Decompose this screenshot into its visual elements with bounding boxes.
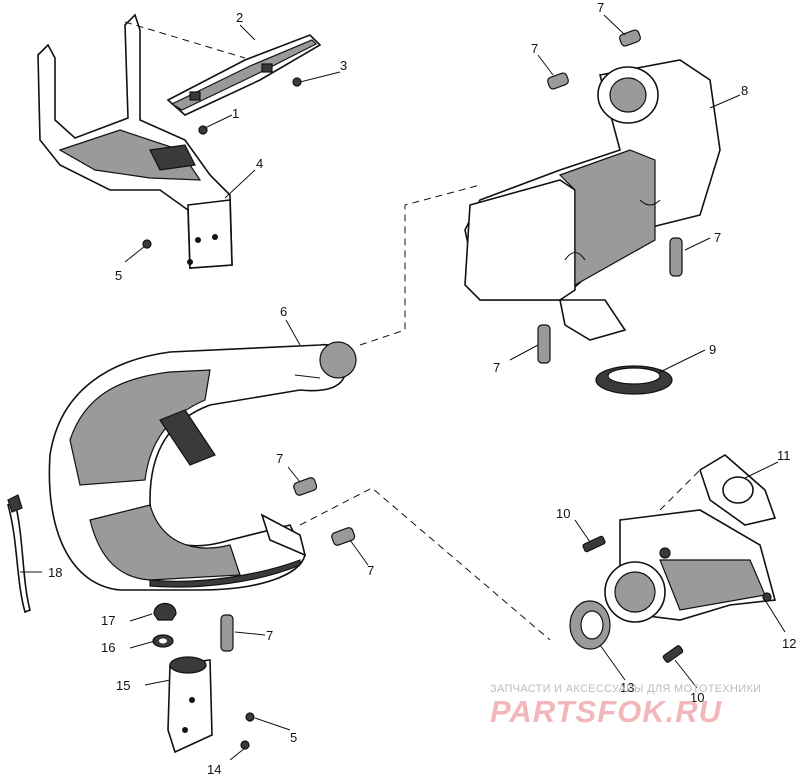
callout-7-right: 7	[714, 230, 721, 245]
callout-18: 18	[48, 565, 62, 580]
callout-11: 11	[777, 448, 791, 463]
callout-13: 13	[620, 680, 634, 695]
callout-10-upper: 10	[556, 506, 570, 521]
watermark-tagline: ЗАПЧАСТИ И АКСЕССУАРЫ ДЛЯ МОТОТЕХНИКИ	[490, 683, 762, 695]
bracket-part-4	[37, 13, 233, 269]
callout-7-mid2: 7	[367, 563, 374, 578]
assembly-dashed-lines	[124, 21, 701, 641]
nut-part-14	[240, 740, 250, 750]
callout-4: 4	[256, 156, 263, 171]
watermark-logo: PARTSFOK.RU	[490, 694, 723, 729]
screw-part-5-lower	[245, 712, 255, 722]
callout-12: 12	[782, 636, 796, 651]
callout-1: 1	[232, 106, 239, 121]
leader-lines	[20, 14, 786, 761]
callout-labels: 2 3 1 4 5 6 7 7 8 7 7 9 7 7 10 11 12 13 …	[48, 0, 796, 776]
nut-part-3	[292, 77, 302, 87]
spring-part-7-right	[669, 237, 683, 277]
manifold-part-12	[604, 509, 777, 623]
strap-part-18	[7, 494, 31, 614]
spring-part-7-left	[537, 324, 551, 364]
muffler-part-8	[464, 59, 721, 341]
bolt-part-10-lower	[662, 645, 684, 663]
ring-part-13	[569, 600, 611, 650]
spring-part-7-mid	[293, 477, 318, 496]
callout-10-lower: 10	[690, 690, 704, 705]
callout-7-left: 7	[493, 360, 500, 375]
lower-bracket-part-15	[167, 656, 213, 754]
callout-2: 2	[236, 10, 243, 25]
spring-part-7-lower	[220, 614, 234, 652]
callout-8: 8	[741, 83, 748, 98]
callout-6: 6	[280, 304, 287, 319]
callout-9: 9	[709, 342, 716, 357]
callout-14: 14	[207, 762, 221, 776]
bolt-part-10-upper	[582, 535, 606, 553]
callout-5-lower: 5	[290, 730, 297, 745]
callout-7-top: 7	[597, 0, 604, 15]
callout-5-upper: 5	[115, 268, 122, 283]
spring-part-7-mid2	[331, 527, 356, 546]
callout-16: 16	[101, 640, 115, 655]
callout-15: 15	[116, 678, 130, 693]
expansion-chamber-part-6	[48, 341, 357, 591]
callout-7-upper: 7	[531, 41, 538, 56]
heat-shield-part-2	[166, 34, 322, 116]
callout-17: 17	[101, 613, 115, 628]
gasket-part-11	[699, 454, 777, 526]
callout-7-lower: 7	[266, 628, 273, 643]
callout-7-mid: 7	[276, 451, 283, 466]
spring-part-7-top	[619, 29, 641, 47]
washer-part-16	[152, 634, 174, 648]
grommet-part-17	[153, 602, 177, 621]
callout-3: 3	[340, 58, 347, 73]
spring-part-7-upper	[547, 72, 569, 90]
seal-ring-part-9	[595, 365, 673, 395]
